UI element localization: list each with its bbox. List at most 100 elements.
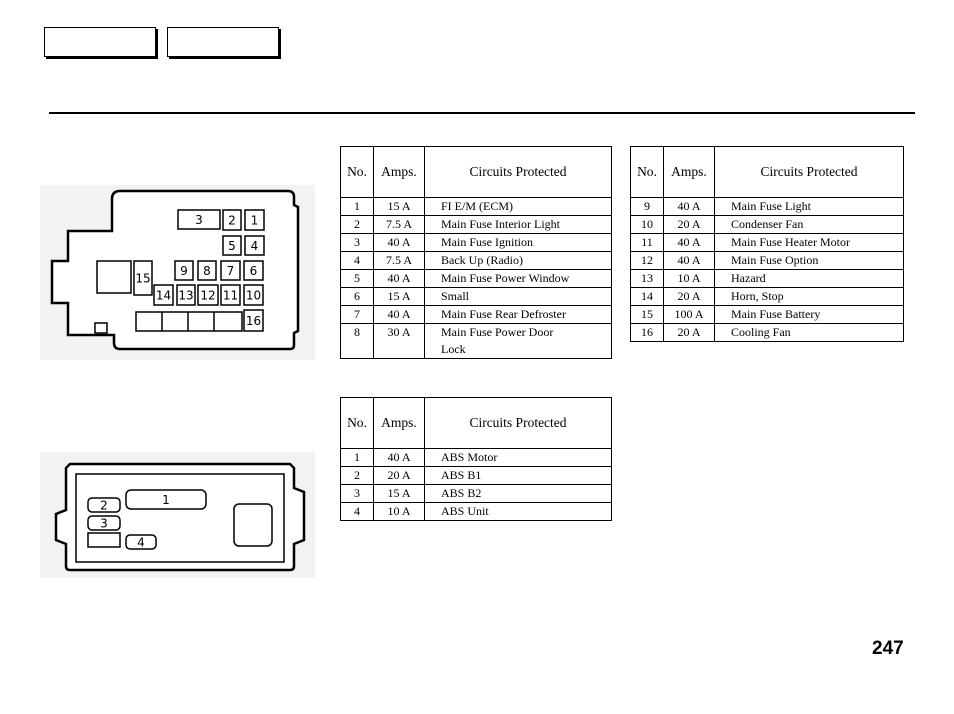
header-circuits: Circuits Protected bbox=[424, 146, 612, 198]
fuse-slot bbox=[220, 260, 241, 281]
fuse-slot bbox=[176, 284, 196, 306]
fuse-number: 2 bbox=[340, 215, 374, 234]
fuse-circuit: ABS Unit bbox=[424, 502, 612, 521]
fuse-amps: 20 A bbox=[663, 323, 715, 342]
fuse-slot-label: 12 bbox=[200, 289, 215, 303]
fuse-slot bbox=[220, 284, 241, 306]
fuse-slot-label: 16 bbox=[246, 314, 261, 328]
fuse-slot-label: 4 bbox=[251, 239, 259, 253]
header-circuits: Circuits Protected bbox=[714, 146, 904, 198]
fuse-slot bbox=[174, 260, 194, 281]
fuse-amps: 40 A bbox=[373, 269, 425, 288]
fuse-slot-label: 13 bbox=[178, 289, 193, 303]
fuse-circuit: Main Fuse Ignition bbox=[424, 233, 612, 252]
fuse-circuit: ABS B2 bbox=[424, 484, 612, 503]
header-amps: Amps. bbox=[373, 146, 425, 198]
fuse-slot-label: 5 bbox=[228, 239, 236, 253]
fuse-amps: 30 A bbox=[373, 323, 425, 359]
fuse-number: 12 bbox=[630, 251, 664, 270]
fuse-slot-label: 3 bbox=[100, 517, 108, 531]
fuse-amps: 15 A bbox=[373, 484, 425, 503]
header-no: No. bbox=[340, 397, 374, 449]
fuse-amps: 40 A bbox=[373, 305, 425, 324]
fuse-slot bbox=[243, 309, 264, 332]
fuse-circuit: Main Fuse Heater Motor bbox=[714, 233, 904, 252]
fuse-slot bbox=[222, 209, 242, 231]
fuse-slot bbox=[87, 515, 121, 531]
fuse-slot-label: 8 bbox=[203, 264, 211, 278]
header-divider bbox=[49, 112, 915, 114]
fuse-number: 4 bbox=[340, 502, 374, 521]
fuse-slot-label: 3 bbox=[195, 213, 203, 227]
fuse-number: 1 bbox=[340, 197, 374, 216]
fuse-circuit: Main Fuse Power Window bbox=[424, 269, 612, 288]
fuse-circuit: Horn, Stop bbox=[714, 287, 904, 306]
fuse-slot bbox=[153, 284, 174, 306]
fuse-amps: 7.5 A bbox=[373, 215, 425, 234]
nav-button-previous[interactable] bbox=[44, 27, 156, 57]
fuse-slot bbox=[244, 235, 265, 256]
fuse-number: 7 bbox=[340, 305, 374, 324]
fuse-slot bbox=[244, 209, 265, 231]
fuse-slot-label: 1 bbox=[162, 493, 170, 507]
fuse-number: 8 bbox=[340, 323, 374, 359]
fuse-number: 3 bbox=[340, 484, 374, 503]
fuse-slot-label: 9 bbox=[180, 264, 188, 278]
fuse-slot-label: 14 bbox=[156, 289, 171, 303]
fuse-amps: 15 A bbox=[373, 197, 425, 216]
fuse-slot-label: 2 bbox=[228, 214, 236, 228]
fuse-number: 14 bbox=[630, 287, 664, 306]
fuse-circuit: Condenser Fan bbox=[714, 215, 904, 234]
page-number: 247 bbox=[872, 638, 904, 659]
fuse-slot-label: 11 bbox=[223, 289, 238, 303]
fuse-number: 5 bbox=[340, 269, 374, 288]
header-circuits: Circuits Protected bbox=[424, 397, 612, 449]
fuse-number: 6 bbox=[340, 287, 374, 306]
fuse-circuit: ABS B1 bbox=[424, 466, 612, 485]
abs-fuse-box-diagram: 1 2 3 4 bbox=[40, 452, 315, 578]
fuse-amps: 40 A bbox=[663, 233, 715, 252]
fuse-circuit: FI E/M (ECM) bbox=[424, 197, 612, 216]
fuse-circuit: Hazard bbox=[714, 269, 904, 288]
fuse-slot bbox=[243, 260, 264, 281]
fuse-number: 13 bbox=[630, 269, 664, 288]
fuse-slot-label: 2 bbox=[100, 499, 108, 513]
fuse-circuit: Back Up (Radio) bbox=[424, 251, 612, 270]
nav-button-next[interactable] bbox=[167, 27, 279, 57]
fuse-slot bbox=[87, 497, 121, 513]
fuse-slot bbox=[133, 260, 153, 296]
fuse-slot bbox=[197, 260, 217, 281]
fuse-number: 16 bbox=[630, 323, 664, 342]
fuse-amps: 40 A bbox=[373, 448, 425, 467]
fuse-number: 10 bbox=[630, 215, 664, 234]
fuse-slot-label: 15 bbox=[135, 272, 150, 286]
fuse-slot-label: 4 bbox=[137, 536, 145, 550]
fuse-amps: 15 A bbox=[373, 287, 425, 306]
header-no: No. bbox=[630, 146, 664, 198]
fuse-amps: 10 A bbox=[663, 269, 715, 288]
fuse-slot-label: 1 bbox=[251, 214, 259, 228]
fuse-number: 9 bbox=[630, 197, 664, 216]
fuse-circuit: ABS Motor bbox=[424, 448, 612, 467]
fuse-slot bbox=[125, 534, 157, 550]
